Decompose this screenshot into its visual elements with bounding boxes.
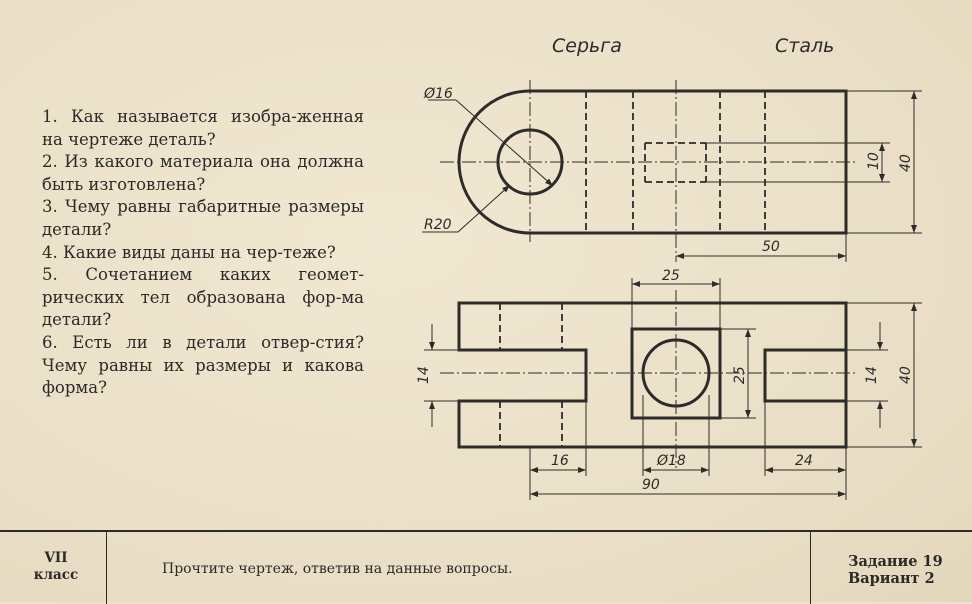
footer-table: VII класс Прочтите чертеж, ответив на да… [0, 530, 972, 604]
dim-front-height: 40 [898, 366, 914, 384]
dim-top-length: 50 [762, 239, 780, 255]
top-view [422, 80, 922, 262]
dim-left-slot: 14 [416, 366, 432, 384]
question-6: 6. Есть ли в детали отвер-стия? Чему рав… [42, 332, 364, 398]
variant-number: Вариант 2 [848, 570, 935, 587]
dim-hole-front: Ø18 [656, 453, 686, 469]
dim-top-height: 40 [898, 154, 914, 172]
grade-word: класс [33, 567, 79, 583]
task-variant: Задание 19 Вариант 2 [848, 553, 943, 587]
material-label: Сталь [775, 35, 834, 57]
task-cell [810, 532, 972, 604]
front-view [424, 278, 922, 500]
dim-total-length: 90 [642, 477, 660, 493]
question-list: 1. Как называется изобра-женная на черте… [42, 106, 364, 400]
dim-right-depth: 24 [795, 453, 813, 469]
part-name-label: Серьга [552, 35, 622, 57]
dim-right-slot: 14 [864, 366, 880, 384]
dim-radius: R20 [424, 217, 452, 233]
grade-cell: VII класс [0, 532, 107, 604]
question-4: 4. Какие виды даны на чер-теже? [42, 242, 336, 262]
question-2: 2. Из какого материала она должна быть и… [42, 152, 364, 194]
technical-drawing: Серьга Сталь [416, 35, 922, 500]
question-3: 3. Чему равны габаритные размеры детали? [42, 197, 364, 239]
dim-top-slot: 10 [866, 152, 882, 170]
dim-square: 25 [662, 268, 680, 284]
task-number: Задание 19 [848, 553, 943, 570]
question-1: 1. Как называется изобра-женная на черте… [42, 107, 364, 149]
instruction-text: Прочтите чертеж, ответив на данные вопро… [162, 561, 513, 577]
grade-roman: VII [44, 550, 68, 566]
question-5: 5. Сочетанием каких геомет-рических тел … [42, 265, 364, 330]
dim-left-depth: 16 [551, 453, 569, 469]
grade-label: VII класс [30, 550, 82, 584]
dim-square-side: 25 [732, 366, 748, 384]
dim-hole-diameter: Ø16 [423, 86, 453, 102]
